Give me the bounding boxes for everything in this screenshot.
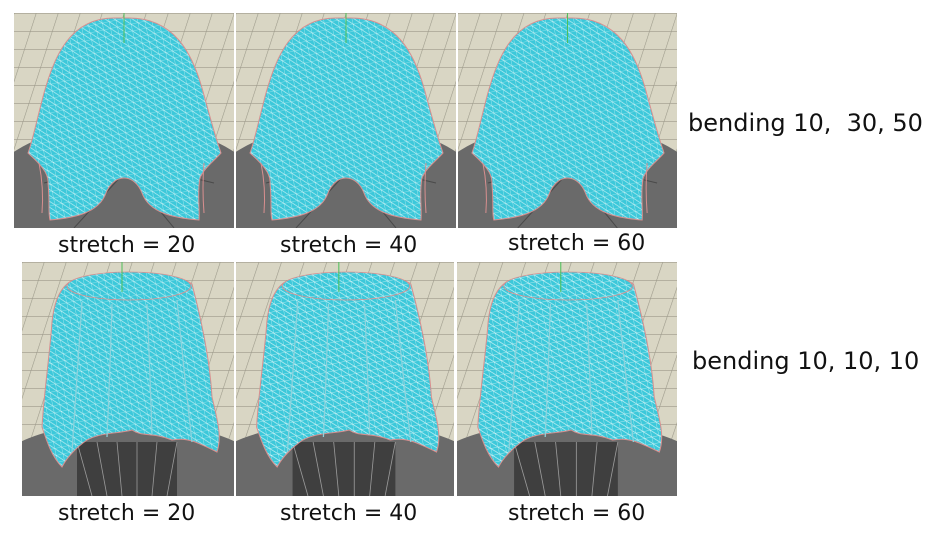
caption-r1-c3: stretch = 60 [508,231,646,256]
cloth-render [458,13,677,228]
cloth-render [22,262,234,496]
sim-panel-r1-c2 [236,13,456,228]
caption-r2-c3: stretch = 60 [508,501,646,526]
sim-panel-r2-c3 [457,262,677,496]
sim-panel-r1-c1 [14,13,234,228]
caption-r2-c2: stretch = 40 [280,501,418,526]
sim-panel-r1-c3 [458,13,677,228]
caption-r1-c2: stretch = 40 [280,233,418,258]
cloth-render [236,13,456,228]
cloth-render [14,13,234,228]
caption-r1-c1: stretch = 20 [58,233,196,258]
sim-panel-r2-c1 [22,262,234,496]
caption-r2-c1: stretch = 20 [58,501,196,526]
side-label-row2: bending 10, 10, 10 [692,347,920,375]
side-label-row1: bending 10, 30, 50 [688,109,923,137]
sim-panel-r2-c2 [236,262,454,496]
cloth-render [457,262,677,496]
cloth-render [236,262,454,496]
